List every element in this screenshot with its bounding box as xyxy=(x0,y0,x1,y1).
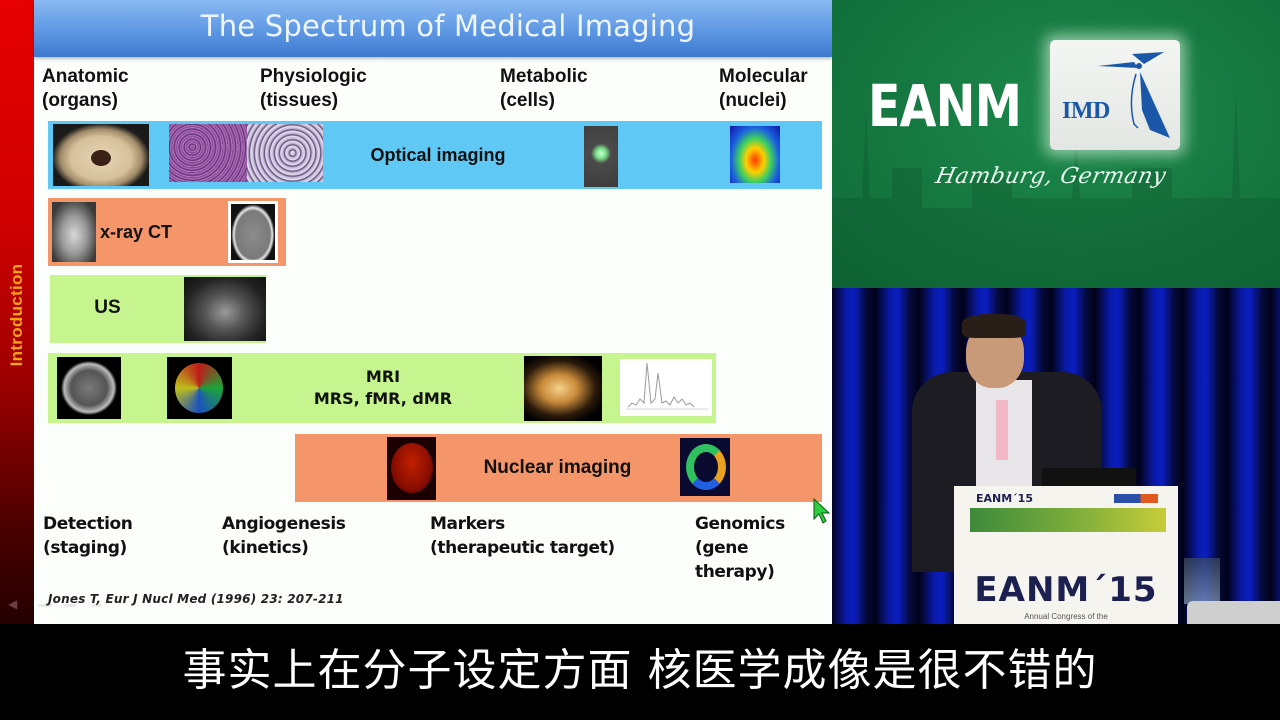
ct-head-image xyxy=(228,201,278,263)
mr-spectrum-image xyxy=(620,359,712,416)
speaker-video: EANM´15 EANM´15 Annual Congress of the xyxy=(832,288,1280,624)
myocardial-scan-image xyxy=(680,438,730,496)
modality-label-nuclear: Nuclear imaging xyxy=(483,457,632,478)
molecular-scan-image xyxy=(730,126,780,183)
slide-nav-ghost-icon xyxy=(92,604,102,607)
speaker-hair xyxy=(962,314,1026,338)
modality-bar-optical: Optical imaging xyxy=(48,121,822,189)
mri-brain-image xyxy=(57,357,121,419)
tractography-image xyxy=(524,356,602,421)
section-label: Introduction xyxy=(7,263,26,367)
column-header-metabolic: Metabolic(cells) xyxy=(500,66,588,111)
podium-banner xyxy=(970,508,1166,532)
column-header-anatomic: Anatomic(organs) xyxy=(42,66,129,111)
imd-logo-text: IMD xyxy=(1062,98,1110,124)
column-footer-markers: Markers(therapeutic target) xyxy=(430,514,615,558)
spectrum-plot-icon xyxy=(626,362,708,410)
slide-nav-ghost-icon xyxy=(64,604,76,607)
column-header-molecular: Molecular(nuclei) xyxy=(719,66,808,111)
citation: Jones T, Eur J Nucl Med (1996) 23: 207-2… xyxy=(48,592,344,606)
location-script: Hamburg, Germany xyxy=(933,164,1169,189)
section-sidebar: Introduction ◀ xyxy=(0,0,34,624)
column-footer-angiogenesis: Angiogenesis(kinetics) xyxy=(222,514,346,558)
histology-image-2 xyxy=(247,124,323,182)
presentation-slide: Introduction ◀ The Spectrum of Medical I… xyxy=(0,0,832,624)
column-header-physiologic: Physiologic(tissues) xyxy=(260,66,367,111)
podium-badge xyxy=(1114,494,1158,503)
podium-subtext: Annual Congress of the xyxy=(1024,612,1108,621)
modality-bar-ultrasound: US xyxy=(50,275,266,343)
modality-bar-xray-ct: x-ray CT xyxy=(48,198,286,266)
podium-small-label: EANM´15 xyxy=(976,492,1033,505)
ultrasound-face-image xyxy=(184,277,266,341)
speaker-tie xyxy=(996,400,1008,460)
modality-bar-nuclear: Nuclear imaging xyxy=(295,434,822,502)
podium: EANM´15 EANM´15 Annual Congress of the xyxy=(954,486,1178,624)
modality-label-optical: Optical imaging xyxy=(370,145,506,165)
column-footer-genomics: Genomics(gene therapy) xyxy=(695,514,785,582)
xray-skull-image xyxy=(52,202,96,262)
side-table xyxy=(1187,601,1280,624)
dti-brain-image xyxy=(167,357,232,419)
subtitle-text: 事实上在分子设定方面 核医学成像是很不错的 xyxy=(182,645,1098,696)
eanm-logo-text: EANM xyxy=(868,72,1022,140)
histology-image-1 xyxy=(169,124,247,182)
water-bottles xyxy=(1184,558,1220,604)
modality-label-mri: MRI MRS, fMR, dMR xyxy=(313,367,453,408)
slide-nav-ghost-icon xyxy=(38,604,52,607)
brain-section-image xyxy=(53,124,149,186)
column-footer-detection: Detection(staging) xyxy=(43,514,133,558)
imd-logo: IMD xyxy=(1050,40,1180,150)
kingfisher-icon xyxy=(1098,52,1170,138)
modality-label-ultrasound: US xyxy=(94,297,121,318)
metabolic-scan-image xyxy=(584,126,618,187)
conference-brand-panel: EANM IMD Hamburg, Germany xyxy=(832,0,1280,288)
podium-big-label: EANM´15 xyxy=(974,570,1158,610)
city-skyline-icon xyxy=(832,88,1280,288)
pet-brain-image xyxy=(387,437,436,500)
modality-label-xray-ct: x-ray CT xyxy=(99,222,173,242)
laptop xyxy=(1042,468,1136,490)
slide-title-bar: The Spectrum of Medical Imaging xyxy=(34,0,832,57)
slide-back-icon[interactable]: ◀ xyxy=(8,597,18,611)
modality-bar-mri: MRI MRS, fMR, dMR xyxy=(48,353,716,423)
mouse-cursor-icon xyxy=(813,498,831,524)
slide-title: The Spectrum of Medical Imaging xyxy=(200,9,696,43)
subtitle-band: 事实上在分子设定方面 核医学成像是很不错的 xyxy=(0,624,1280,720)
